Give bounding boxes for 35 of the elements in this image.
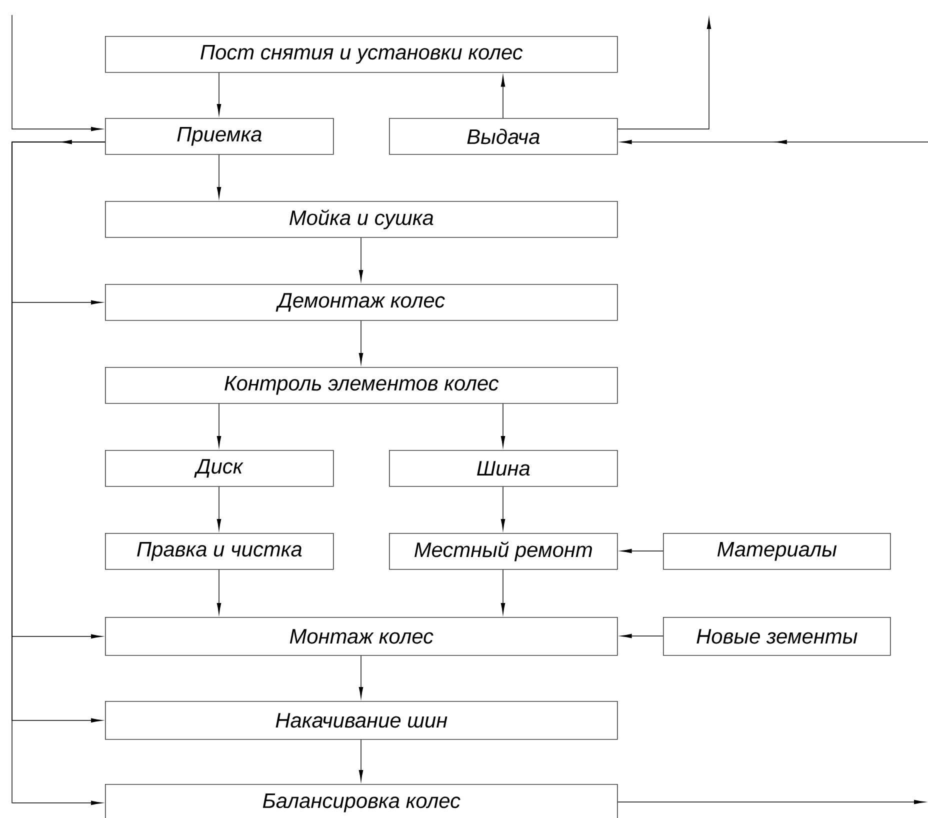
arrow — [12, 14, 102, 132]
arrow — [216, 486, 222, 530]
arrow — [216, 403, 222, 448]
process-box: Новые зементы — [663, 617, 891, 656]
process-box: Материалы — [663, 533, 891, 570]
process-box: Приемка — [105, 118, 334, 155]
process-box: Диск — [105, 450, 334, 487]
arrow — [620, 140, 928, 144]
arrow — [216, 569, 222, 614]
process-box: Шина — [389, 450, 618, 487]
arrow — [12, 140, 106, 305]
arrow — [500, 486, 506, 530]
process-box: Правка и чистка — [105, 533, 334, 570]
arrow — [620, 634, 664, 638]
process-box: Мойка и сушка — [105, 201, 618, 238]
process-box: Балансировка колес — [105, 784, 618, 818]
arrow — [358, 237, 364, 282]
arrow — [500, 403, 506, 448]
arrow — [500, 569, 506, 614]
arrow — [358, 655, 364, 698]
arrow — [216, 154, 222, 198]
arrow — [620, 548, 664, 554]
arrow — [617, 800, 926, 804]
process-box: Местный ремонт — [389, 533, 618, 570]
arrow — [358, 739, 364, 782]
process-box: Выдача — [389, 118, 618, 155]
process-box: Монтаж колес — [105, 617, 618, 656]
arrow — [358, 320, 364, 364]
arrow — [500, 76, 506, 118]
arrow — [617, 18, 712, 130]
process-box: Накачивание шин — [105, 701, 618, 740]
process-box: Контроль элементов колес — [105, 367, 618, 404]
process-box: Пост снятия и установки колес — [105, 36, 618, 73]
process-box: Демонтаж колес — [105, 284, 618, 321]
arrow — [216, 72, 222, 116]
